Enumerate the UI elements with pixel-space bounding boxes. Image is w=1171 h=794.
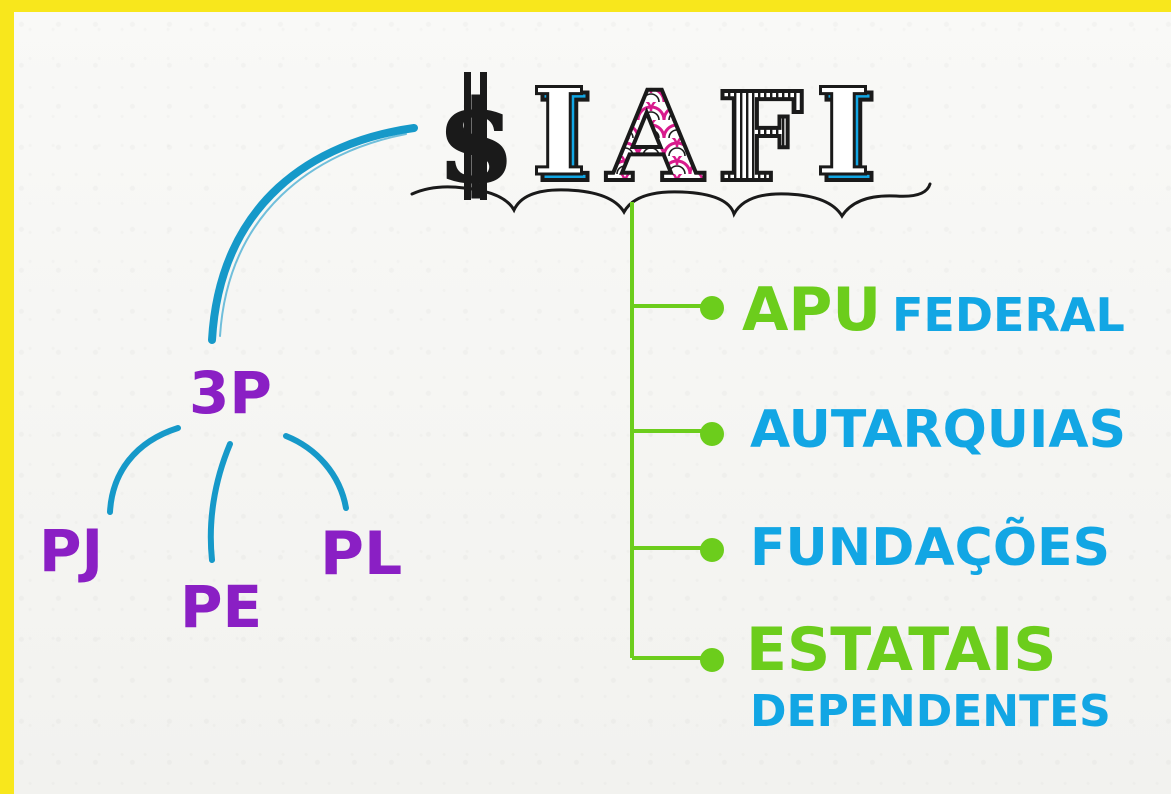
connector-3p-to-pe	[207, 441, 233, 563]
connector-logo-to-3p	[208, 124, 418, 344]
logo: $ I I A F I I	[436, 61, 879, 213]
branch-tree	[630, 202, 724, 672]
paper-background	[14, 12, 1171, 794]
svg-text:I: I	[531, 62, 587, 203]
logo-glyph: $	[437, 77, 515, 208]
branch-1-secondary: FEDERAL	[892, 288, 1125, 342]
branch-1-main: APU	[742, 275, 882, 345]
branch-node-1	[700, 296, 724, 320]
logo-letter-a: A	[604, 63, 707, 212]
connector-3p-to-pl	[283, 433, 349, 511]
logo-letter-dollar: $	[436, 72, 516, 209]
logo-scallop-underline	[410, 182, 932, 219]
branch-3-main: FUNDAÇÕES	[750, 518, 1111, 578]
diagram-canvas: $ I I A F I I	[107, 61, 932, 672]
branch-4-secondary: DEPENDENTES	[750, 686, 1111, 737]
svg-text:A: A	[606, 65, 705, 210]
branch-node-2	[700, 422, 724, 446]
branch-4-main: ESTATAIS	[746, 615, 1057, 685]
branch-node-4	[700, 648, 724, 672]
svg-text:F: F	[717, 65, 804, 209]
svg-text:I: I	[821, 68, 877, 209]
logo-letter-i-2: I I	[813, 61, 879, 212]
branch-2-main: AUTARQUIAS	[750, 400, 1127, 460]
hierarchy-child-pe: PE	[180, 573, 263, 641]
hierarchy-child-pj: PJ	[39, 517, 104, 585]
svg-text:I: I	[537, 68, 593, 209]
hierarchy-root-3p: 3P	[189, 359, 272, 427]
hierarchy-child-pl: PL	[320, 519, 403, 589]
connector-3p-to-pj	[107, 425, 181, 515]
svg-text:I: I	[815, 62, 871, 203]
logo-letter-f: F	[715, 63, 806, 211]
hierarchy-connectors	[107, 124, 418, 563]
branch-node-3	[700, 538, 724, 562]
logo-letter-i-1: I I	[529, 61, 595, 212]
